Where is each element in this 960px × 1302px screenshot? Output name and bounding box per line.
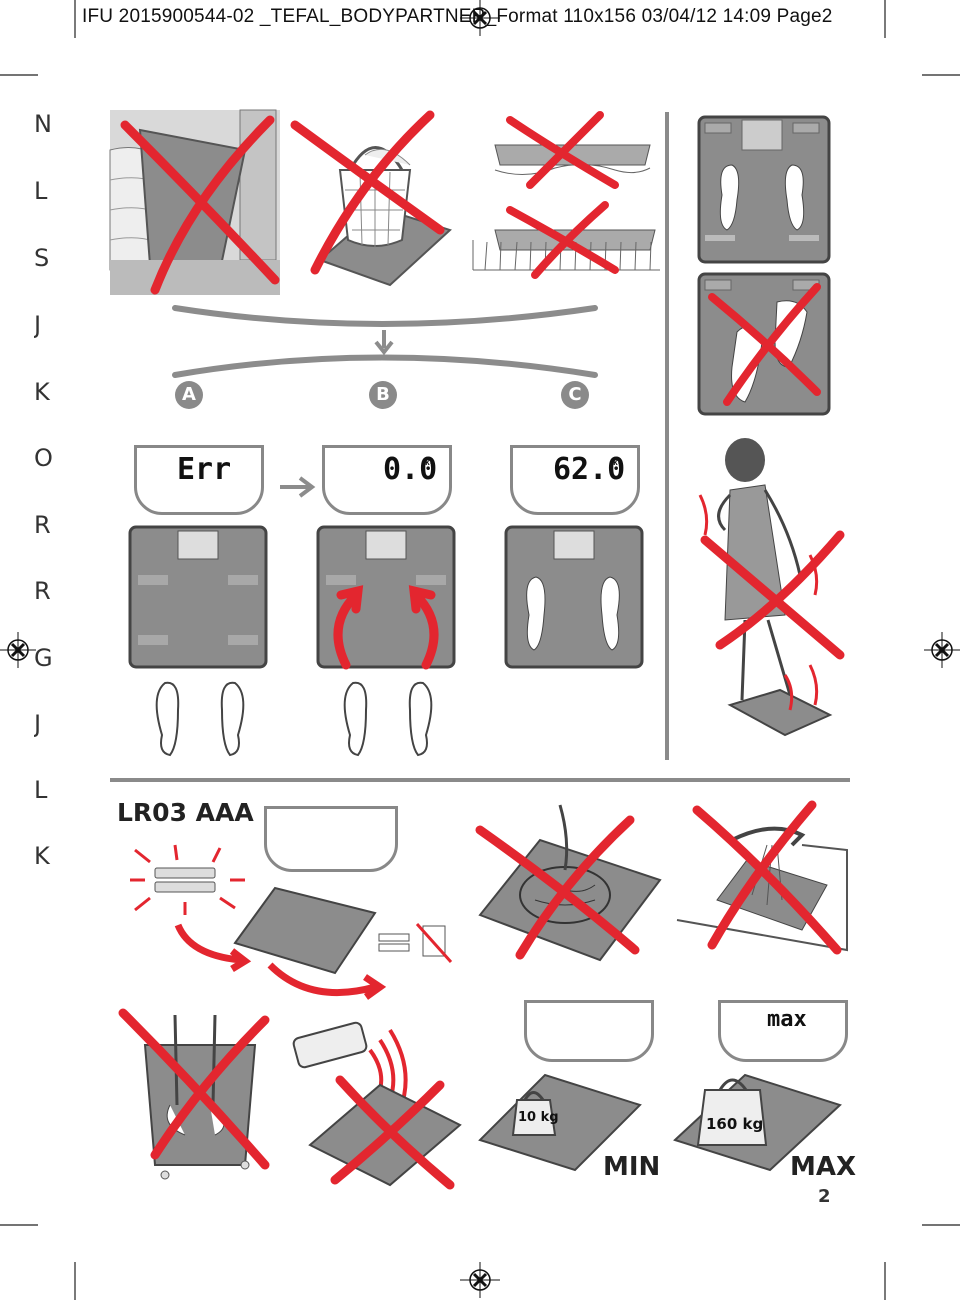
max-weight-label: 160 kg bbox=[706, 1115, 764, 1133]
language-tab: R bbox=[34, 511, 51, 539]
person-moving-cross-icon bbox=[700, 530, 845, 660]
lcd-display-max: max bbox=[718, 1000, 848, 1062]
battery-insert-arrows bbox=[174, 923, 387, 1000]
lcd-weight-text: 62.0 bbox=[553, 452, 626, 487]
option-label-a: A bbox=[175, 381, 203, 409]
object-on-scale-illustration bbox=[318, 146, 452, 287]
vertical-divider bbox=[665, 112, 669, 760]
language-tab: J bbox=[34, 311, 42, 339]
object-on-scale-cross-icon bbox=[290, 110, 445, 275]
mobile-phone-cross-icon bbox=[330, 1075, 455, 1190]
scale-plate-weighing bbox=[504, 525, 644, 669]
lcd-display-battery bbox=[264, 806, 398, 872]
min-weight-scale-illustration bbox=[478, 1073, 642, 1172]
option-label-c: C bbox=[561, 381, 589, 409]
language-tab: O bbox=[34, 444, 53, 472]
language-tab: N bbox=[34, 110, 52, 138]
lcd-unit-label: kg bbox=[425, 458, 435, 467]
correct-foot-position-illustration bbox=[697, 115, 831, 264]
min-label: MIN bbox=[603, 1152, 661, 1182]
language-tab: L bbox=[34, 776, 48, 804]
scale-plate-battery bbox=[233, 886, 377, 975]
feet-off-scale-left bbox=[155, 681, 245, 757]
language-tab: G bbox=[34, 644, 53, 672]
print-slug-header: IFU 2015900544-02 _TEFAL_BODYPARTNER_For… bbox=[82, 6, 833, 27]
stacked-scales-cross-icon bbox=[506, 111, 619, 279]
registration-mark-right bbox=[924, 632, 960, 668]
scale-stored-vertically-cross-icon bbox=[120, 115, 280, 295]
page-number: 2 bbox=[818, 1186, 831, 1207]
person-moving-on-scale-illustration bbox=[698, 438, 833, 737]
registration-mark-bottom bbox=[460, 1262, 500, 1298]
language-tab: K bbox=[34, 842, 50, 870]
language-tab: J bbox=[34, 710, 42, 738]
lcd-max-text: max bbox=[767, 1007, 807, 1032]
stacked-scales-illustration bbox=[472, 144, 660, 271]
registration-mark-top bbox=[460, 0, 500, 36]
max-label: MAX bbox=[790, 1152, 857, 1182]
lcd-display-min bbox=[524, 1000, 654, 1062]
horizontal-divider bbox=[110, 778, 850, 782]
lcd-unit-label: kg bbox=[613, 458, 623, 467]
cleaning-cross-icon bbox=[475, 815, 640, 960]
option-label-b: B bbox=[369, 381, 397, 409]
scale-plate-zero bbox=[316, 525, 456, 670]
lcd-display-weight: 62.0 kg bbox=[510, 445, 640, 515]
incorrect-foot-position-cross-icon bbox=[708, 283, 821, 406]
language-tab: K bbox=[34, 378, 50, 406]
language-tab: R bbox=[34, 577, 51, 605]
lcd-display-err: Err bbox=[134, 445, 264, 515]
battery-recycle-icon bbox=[378, 922, 453, 964]
scale-plate-err bbox=[128, 525, 268, 669]
arrow-right-icon bbox=[280, 476, 316, 498]
registration-mark-left bbox=[0, 632, 36, 668]
lcd-display-zero: 0.0 kg bbox=[322, 445, 452, 515]
merge-curves bbox=[172, 305, 598, 378]
max-weight-scale-illustration bbox=[673, 1073, 842, 1172]
lcd-err-text: Err bbox=[177, 452, 232, 487]
min-weight-label: 10 kg bbox=[518, 1110, 559, 1125]
battery-icon bbox=[130, 844, 245, 915]
battery-type-label: LR03 AAA bbox=[117, 798, 254, 827]
wet-feet-cross-icon bbox=[118, 1008, 270, 1170]
water-cross-icon bbox=[692, 800, 842, 955]
language-tab: L bbox=[34, 177, 48, 205]
feet-off-scale-middle bbox=[343, 681, 433, 757]
lcd-zero-text: 0.0 bbox=[383, 452, 438, 487]
language-tab: S bbox=[34, 244, 50, 272]
